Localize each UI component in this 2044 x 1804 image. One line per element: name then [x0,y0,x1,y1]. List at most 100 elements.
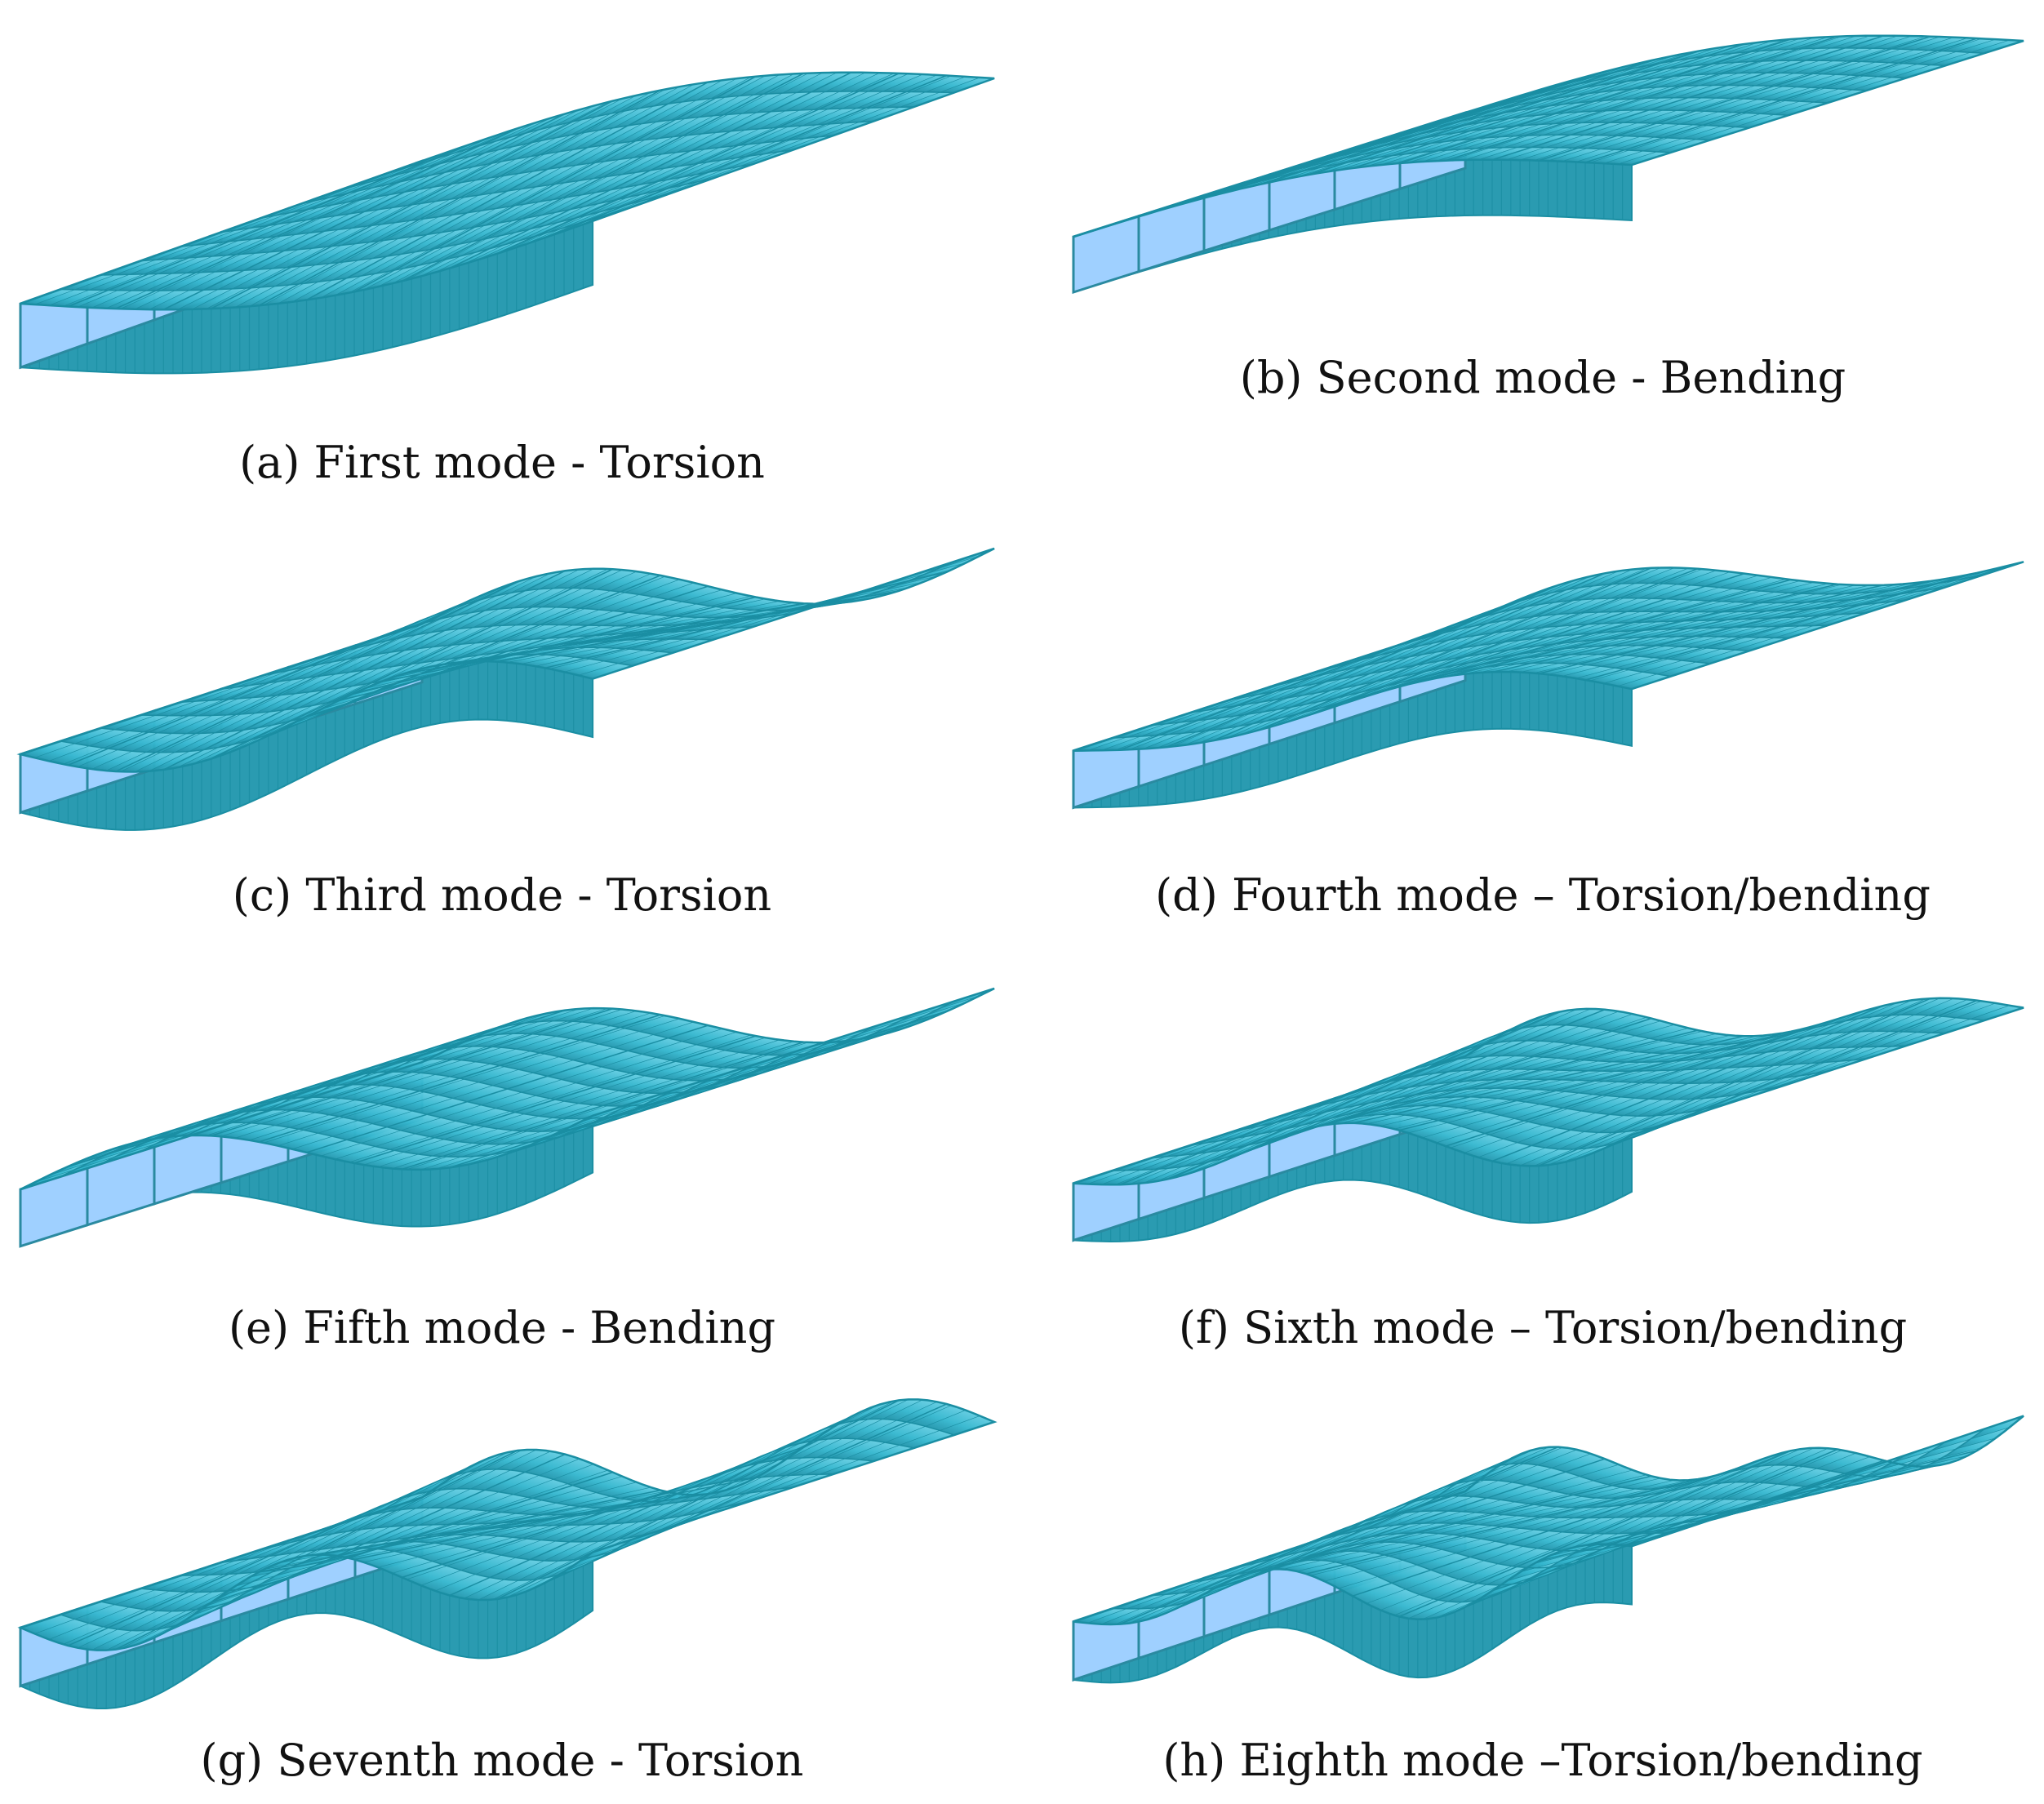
mesh-line-trans-d [1398,579,1792,688]
surface-cell-c [911,562,966,580]
surface-outline-d [1073,561,2024,752]
mesh-line-trans-a [115,127,518,309]
mesh-line-trans-h [1352,1464,1745,1597]
mesh-line-trans-f [1398,1030,1792,1131]
panel-b [1053,8,2033,335]
caption-a: (a) First mode - Torsion [239,437,765,488]
caption-h: (h) Eighth mode –Torsion/bending [1162,1735,1923,1786]
mesh-line-trans-a [496,73,900,255]
mesh-line-trans-h [1212,1458,1606,1590]
mesh-line-trans-e [258,1014,661,1143]
mesh-line-trans-c [353,596,757,694]
mesh-line-trans-b [1259,60,1652,185]
surface-outline-e [20,987,995,1191]
panel-e [0,955,1004,1290]
mesh-line-trans-b [1212,70,1606,197]
mesh-line-trans-g [211,1471,613,1603]
mesh-line-trans-b [1538,35,1931,162]
mesh-line-trans-a [162,113,566,310]
mesh-line-trans-d [1538,580,1931,674]
mesh-line-trans-a [353,76,757,293]
mesh-line-trans-e [211,1007,613,1137]
mesh-line-trans-f [1584,999,1978,1157]
mesh-line-trans-b [1491,34,1885,161]
caption-g: (g) Seventh mode - Torsion [200,1735,804,1786]
mesh-line-trans-a [306,81,709,301]
mesh-line-trans-g [449,1415,852,1597]
mesh-line-trans-d [1352,572,1745,702]
mesh-line-trans-e [115,1020,518,1149]
mesh-line-trans-e [497,1029,900,1158]
mesh-line-trans-a [258,89,661,306]
mesh-line-trans-a [449,72,852,269]
mesh-line-trans-f [1491,1005,1885,1162]
mesh-line-trans-d [1212,572,1606,741]
caption-e: (e) Fifth mode - Bending [228,1302,776,1353]
mesh-line-trans-e [402,1041,804,1171]
mode-shape-e [19,987,995,1248]
mesh-line-trans-d [1305,567,1699,717]
mesh-line-trans-h [1305,1478,1699,1575]
mesh-line-trans-b [1305,50,1699,176]
mesh-line-trans-h [1259,1475,1652,1572]
surface-outline-g [17,1398,998,1651]
mesh-line-trans-d [1259,567,1652,731]
mesh-line-trans-f [1352,1035,1745,1124]
mesh-line-trans-f [1305,1029,1699,1130]
mesh-line-trans-b [1398,38,1792,164]
mesh-line-trans-b [1352,43,1745,169]
mesh-line-trans-e [544,1011,947,1140]
surface-cell-c [925,555,980,575]
mode-shape-b-figure [1072,34,2024,295]
mesh-line-trans-h [1491,1460,1885,1592]
mesh-line-trans-g [258,1489,661,1573]
mesh-line-trans-h [1166,1446,1559,1614]
mesh-line-trans-e [68,1038,470,1167]
mesh-line-trans-e [306,1024,709,1153]
mesh-line-trans-g [496,1399,900,1600]
mesh-line-trans-c [68,600,470,766]
mesh-line-trans-c [258,575,661,741]
mesh-line-trans-g [115,1450,518,1651]
caption-b: (b) Second mode - Bending [1239,352,1846,403]
panel-d [1053,522,2033,857]
mode-shape-c-figure [16,547,995,831]
mesh-line-trans-e [353,1035,757,1164]
panel-h [1053,1388,2033,1731]
mesh-line-trans-h [1398,1450,1792,1618]
caption-c: (c) Third mode - Torsion [232,869,772,921]
mesh-line-trans-g [68,1466,470,1646]
mesh-line-trans-a [402,73,804,282]
mesh-line-trans-f [1119,1028,1513,1185]
surface-outline-a [20,71,995,311]
mesh-line-trans-d [1584,572,1978,681]
mesh-line-trans-c [449,601,851,664]
mode-shape-a-figure [19,71,995,375]
caption-f: (f) Sixth mode – Torsion/bending [1178,1302,1908,1353]
mesh-line-trans-g [306,1493,709,1557]
surface-outline-c [16,547,995,773]
panel-a [0,41,1004,416]
panel-f [1053,955,2033,1290]
mesh-line-trans-e [449,1039,852,1169]
mesh-line-trans-f [1538,998,1931,1166]
mesh-line-trans-h [1445,1448,1838,1616]
mesh-line-trans-e [163,1009,566,1139]
mesh-line-trans-a [211,100,614,309]
mesh-line-trans-c [211,568,614,760]
mode-shape-f-figure [1072,997,2024,1242]
mode-shape-h-figure [1072,1415,2024,1684]
mesh-line-trans-c [115,580,518,772]
mode-shape-d [1072,561,2024,810]
mesh-line-trans-a [68,144,470,308]
mesh-line-trans-d [1119,602,1513,751]
mesh-line-trans-f [1445,1018,1838,1147]
mode-shape-g-figure [17,1398,998,1710]
mesh-line-trans-d [1445,583,1838,678]
mesh-line-trans-b [1584,38,1978,163]
mode-shape-g [17,1398,998,1710]
mesh-line-trans-b [1445,35,1838,162]
surface-outline-f [1073,997,2024,1186]
mesh-line-trans-g [162,1453,566,1634]
mesh-line-trans-d [1166,584,1559,748]
